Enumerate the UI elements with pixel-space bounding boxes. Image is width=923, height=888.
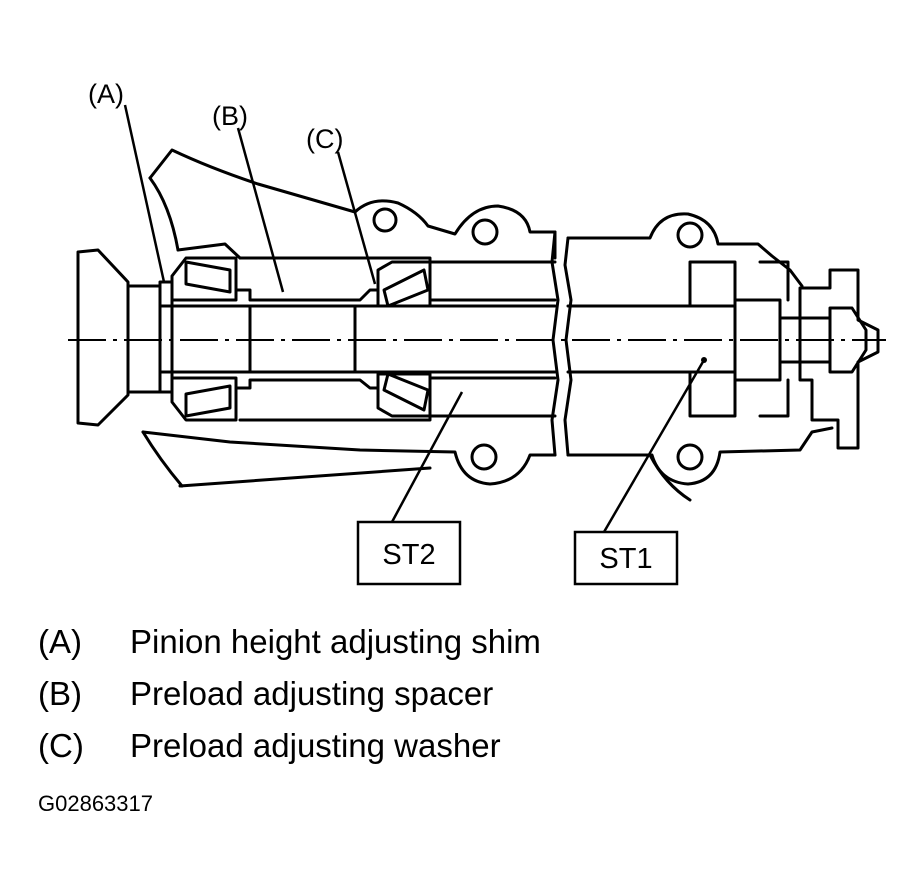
bolt-head bbox=[828, 306, 868, 374]
rear-housing-block-lower bbox=[688, 370, 737, 418]
companion-flange bbox=[76, 248, 130, 427]
legend-text: Preload adjusting washer bbox=[130, 727, 501, 764]
leader-c bbox=[336, 151, 377, 285]
legend-item: (B) Preload adjusting spacer bbox=[38, 674, 898, 726]
legend-item: (A) Pinion height adjusting shim bbox=[38, 622, 898, 674]
housing-lower-right-edge bbox=[648, 453, 692, 502]
leader-a bbox=[123, 104, 166, 283]
pinion-height-shim bbox=[158, 280, 174, 394]
rear-seal-upper bbox=[758, 260, 790, 302]
break-line-right bbox=[563, 236, 573, 457]
front-bearing-roller-upper bbox=[184, 260, 232, 294]
legend-item: (C) Preload adjusting washer bbox=[38, 726, 898, 778]
legend-text: Pinion height adjusting shim bbox=[130, 623, 541, 660]
rear-nut bbox=[733, 298, 782, 382]
housing-lip bbox=[176, 242, 242, 260]
callout-label-b: (B) bbox=[212, 101, 248, 131]
leader-st2 bbox=[390, 391, 464, 523]
tool-box-st1 bbox=[573, 530, 679, 586]
shaft-body bbox=[158, 304, 557, 374]
rear-seal-lower bbox=[758, 378, 790, 418]
pinion-shaft-assembly-diagram: (A) (B) (C) ST2 ST1 bbox=[68, 79, 886, 586]
callout-label-a: (A) bbox=[88, 79, 124, 109]
shaft-outer-lines bbox=[428, 298, 557, 380]
housing-lower-tail bbox=[141, 430, 184, 488]
bearing-bore-upper bbox=[238, 256, 557, 264]
tool-box-st2 bbox=[356, 520, 462, 586]
rear-flange bbox=[798, 268, 880, 450]
rear-bearing-upper bbox=[376, 260, 432, 308]
figure-code: G02863317 bbox=[38, 791, 153, 816]
housing-left-wall bbox=[148, 176, 180, 252]
front-bearing-upper bbox=[170, 256, 238, 302]
front-bearing-roller-lower bbox=[184, 384, 232, 418]
boss-hole bbox=[470, 443, 498, 471]
tool-label-st1: ST1 bbox=[599, 543, 652, 575]
bolt-shank bbox=[778, 316, 832, 364]
leader-st1 bbox=[602, 359, 706, 533]
boss-hole bbox=[471, 218, 499, 246]
tool-label-st2: ST2 bbox=[382, 539, 435, 571]
boss-hole bbox=[676, 221, 704, 249]
housing-lower-outline bbox=[141, 430, 557, 486]
housing-lower-edge bbox=[178, 466, 432, 488]
rear-bearing-roller-lower bbox=[382, 372, 430, 412]
leader-b bbox=[236, 127, 285, 293]
preload-spacer-lower bbox=[234, 378, 380, 390]
shaft-body-right bbox=[566, 304, 737, 374]
housing-upper-outline-right bbox=[566, 212, 804, 288]
housing-upper-outline bbox=[148, 148, 557, 260]
rear-bearing-roller-upper bbox=[382, 268, 430, 308]
legend-key: (C) bbox=[38, 727, 84, 764]
break-line-left bbox=[550, 230, 560, 457]
boss-hole bbox=[676, 443, 704, 471]
legend-key: (B) bbox=[38, 675, 82, 712]
preload-spacer-upper bbox=[234, 288, 380, 302]
bearing-bore-lower bbox=[238, 414, 557, 422]
front-bearing-lower bbox=[170, 376, 238, 422]
housing-lower-outline-right bbox=[566, 426, 834, 486]
rear-bearing-lower bbox=[376, 372, 432, 418]
legend-text: Preload adjusting spacer bbox=[130, 675, 494, 712]
boss-hole bbox=[372, 207, 398, 233]
leader-st1-dot bbox=[701, 357, 707, 363]
legend-key: (A) bbox=[38, 623, 82, 660]
rear-housing-block-upper bbox=[688, 260, 737, 308]
callout-label-c: (C) bbox=[306, 124, 343, 154]
legend: (A) Pinion height adjusting shim (B) Pre… bbox=[38, 622, 898, 778]
